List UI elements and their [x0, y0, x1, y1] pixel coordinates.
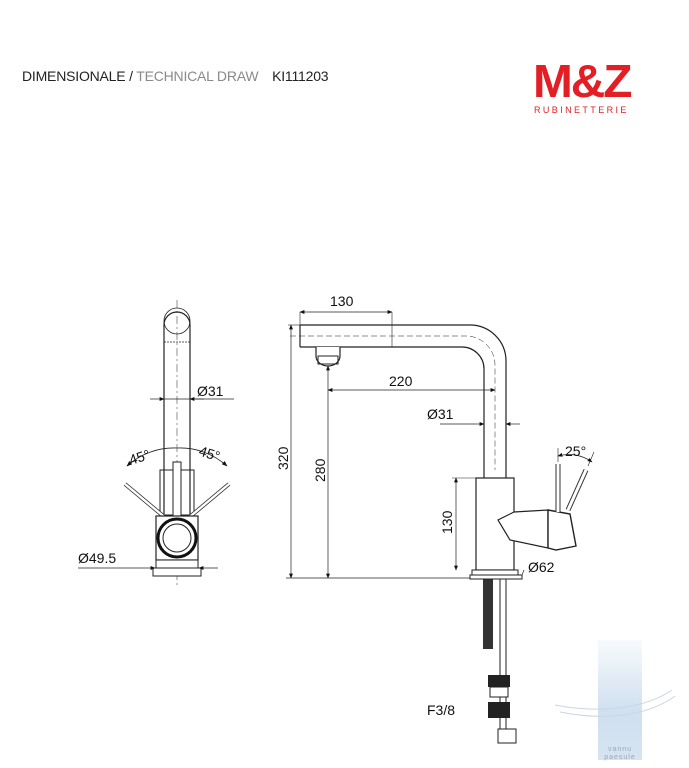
drawing-title: DIMENSIONALE / TECHNICAL DRAW KI111203 [22, 68, 329, 84]
front-angle-left: 45° [127, 446, 152, 468]
logo-mark: M&Z [533, 55, 632, 107]
watermark-text: vannu paesule [598, 746, 642, 762]
logo-subtitle: RUBINETTERIE [534, 105, 629, 115]
title-main: DIMENSIONALE / [22, 68, 133, 84]
watermark-line1: vannu [607, 746, 633, 753]
side-hose [483, 579, 493, 649]
front-angle-arc-right [176, 447, 228, 467]
front-cartridge-ring [156, 517, 198, 559]
side-spout-inner [300, 346, 485, 478]
side-dim-body-height: 130 [439, 510, 455, 534]
watermark-shape [598, 640, 642, 760]
side-mixer-head [497, 509, 549, 549]
side-dim-spout-reach: 220 [389, 373, 413, 389]
side-dim-spout-top: 130 [330, 293, 354, 309]
side-dim-spout-diameter: Ø31 [427, 406, 454, 422]
front-lever-center [172, 461, 182, 523]
front-angle-right: 45° [197, 443, 222, 465]
watermark-lines [554, 689, 676, 717]
side-nut-2 [488, 702, 510, 718]
side-nut-1 [488, 675, 510, 687]
side-dim-total-height: 320 [275, 446, 291, 470]
brand-logo: M&Z RUBINETTERIE [533, 58, 657, 118]
front-view [78, 300, 234, 585]
side-mixer-cap [547, 509, 577, 551]
side-angle-arc [557, 452, 593, 463]
side-spout-outer [300, 324, 507, 478]
side-base [469, 574, 523, 580]
front-angle-arc-left [126, 447, 178, 467]
front-dim-base-diameter: Ø49.5 [78, 550, 116, 566]
side-pipe-end [497, 728, 517, 744]
side-dim-base-diameter: Ø62 [528, 559, 555, 575]
front-base [152, 567, 202, 577]
side-connection: F3/8 [427, 702, 455, 718]
title-sub: TECHNICAL DRAW [136, 68, 259, 84]
side-lever-angle: 25° [565, 443, 586, 459]
front-dim-body-diameter: Ø31 [197, 383, 224, 399]
side-view [286, 310, 595, 744]
watermark-line2: paesule [604, 754, 636, 761]
model-code: KI111203 [272, 68, 329, 84]
side-dim-spout-height: 280 [312, 458, 328, 482]
